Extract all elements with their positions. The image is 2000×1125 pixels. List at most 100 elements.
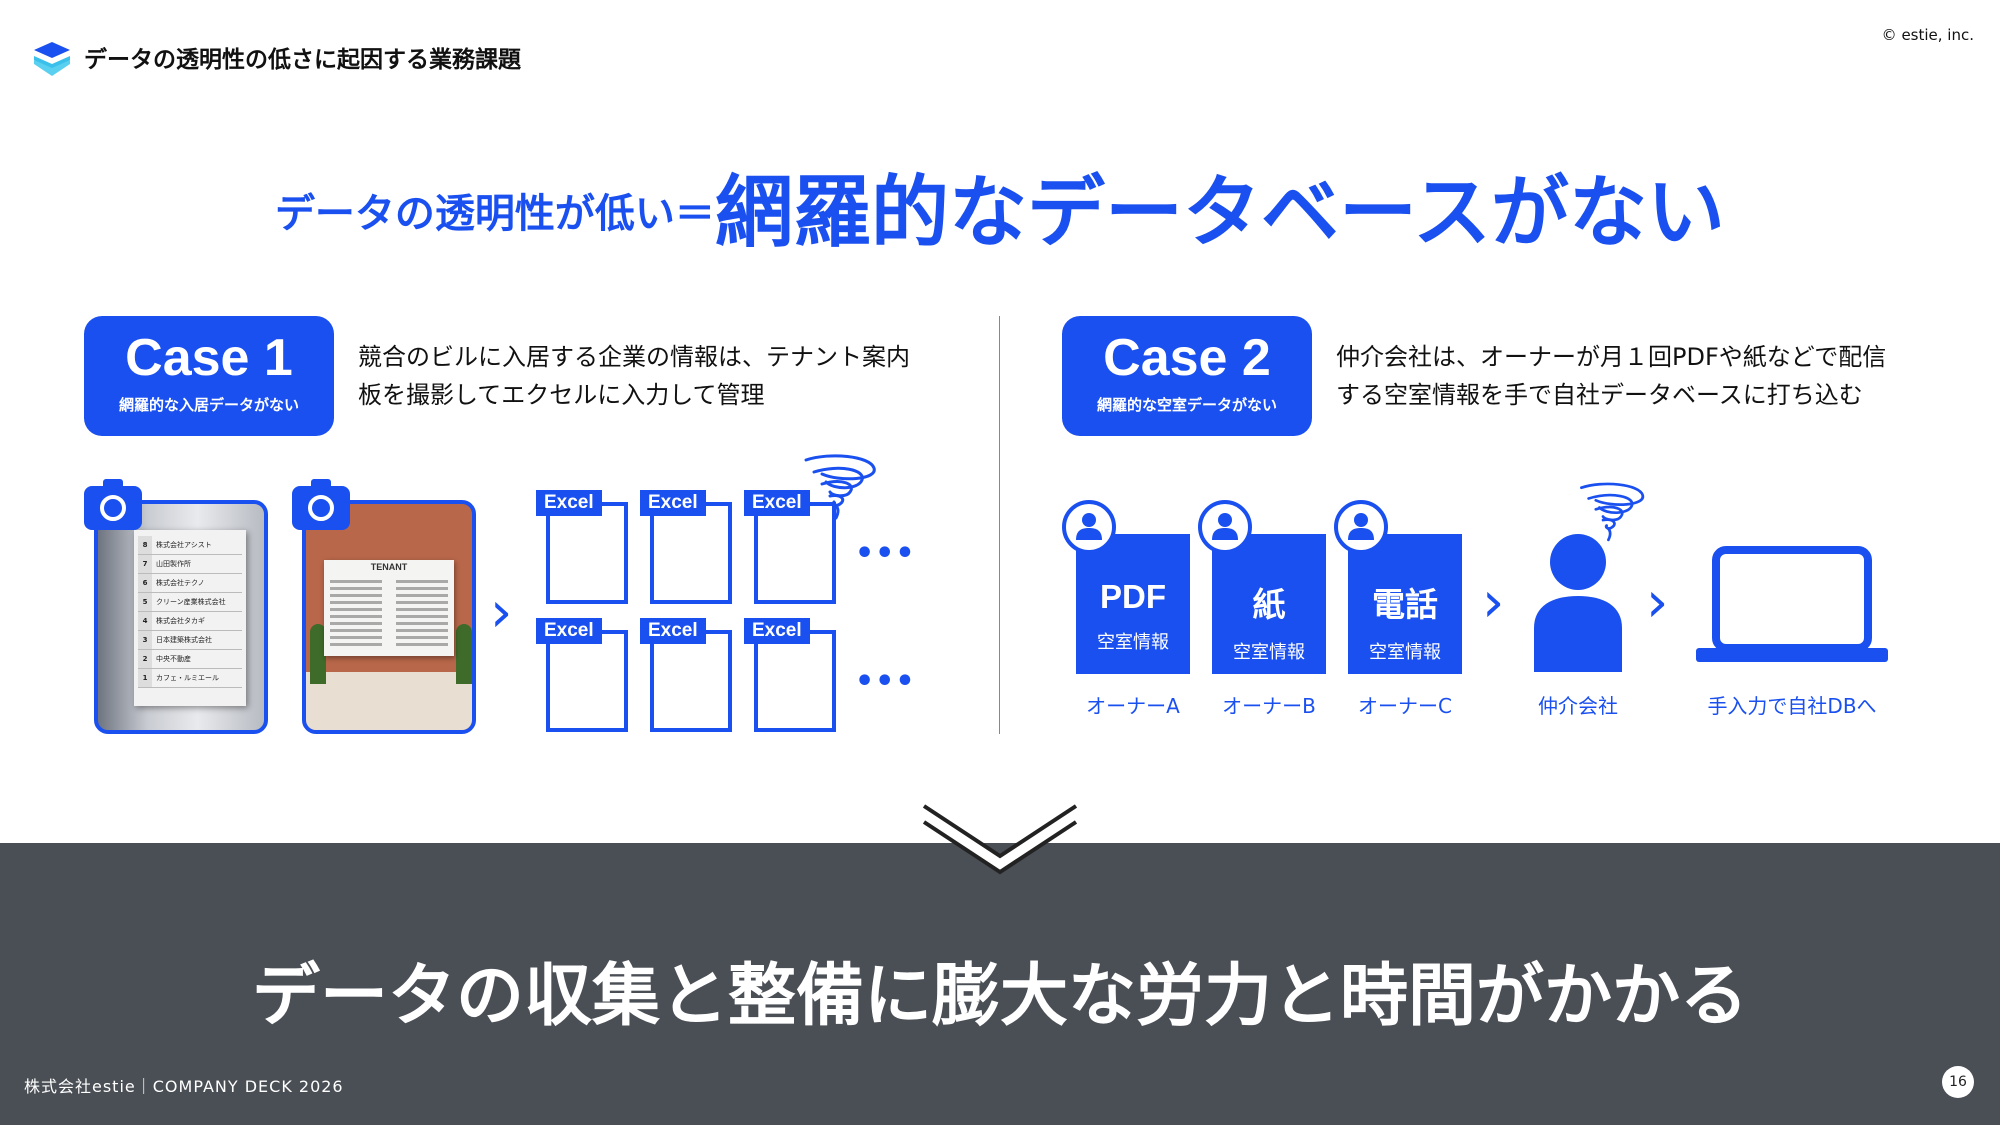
directory-row: 7 山田製作所 [138, 555, 242, 574]
owner-source-box: 電話空室情報 [1348, 534, 1462, 674]
case1-desc-line1: 競合のビルに入居する企業の情報は、テナント案内 [358, 343, 910, 371]
directory-row: 8 株式会社アシスト [138, 536, 242, 555]
directory-row: 6 株式会社テクノ [138, 574, 242, 593]
conclusion-band [0, 843, 2000, 1125]
directory-tenant: 日本建築株式会社 [156, 636, 212, 644]
tenant-line [330, 587, 448, 590]
case2-badge: Case 2 網羅的な空室データがない [1062, 316, 1312, 436]
excel-file-icon [650, 502, 732, 604]
page-number: 16 [1942, 1066, 1974, 1098]
camera-icon [292, 479, 350, 530]
tenant-line [330, 615, 448, 618]
directory-tenant: 山田製作所 [156, 560, 191, 568]
headline-sub: データの透明性が低い＝ [274, 191, 715, 237]
ellipsis-top: ••• [855, 536, 916, 571]
owner-avatar-icon [1334, 500, 1388, 554]
chevron-right-icon: › [1646, 570, 1669, 635]
broker-label: 仲介会社 [1538, 694, 1618, 718]
directory-floor: 3 [138, 631, 152, 649]
case2-description: 仲介会社は、オーナーが月１回PDFや紙などで配信 する空室情報を手で自社データベ… [1336, 338, 1886, 414]
excel-label: Excel [744, 490, 810, 516]
headline-main: 網羅的なデータベースがない [714, 168, 1726, 258]
owner-source-type: 紙 [1252, 586, 1286, 623]
excel-file-icon [754, 502, 836, 604]
directory-tenant: 株式会社タカギ [156, 617, 205, 625]
excel-label: Excel [640, 618, 706, 644]
directory-tenant: クリーン産業株式会社 [156, 598, 226, 606]
directory-floor: 1 [138, 669, 152, 687]
tenant-line [330, 629, 448, 632]
case2-desc-line2: する空室情報を手で自社データベースに打ち込む [1336, 381, 1863, 409]
stress-swirl-icon [1576, 480, 1648, 544]
page-header-title: データの透明性の低さに起因する業務課題 [84, 47, 521, 73]
owner-source-caption: 空室情報 [1233, 642, 1305, 663]
owner-source-caption: 空室情報 [1369, 642, 1441, 663]
tenant-line [330, 636, 448, 639]
tenant-line [330, 580, 448, 583]
case1-title: Case 1 [125, 329, 293, 387]
directory-floor: 6 [138, 574, 152, 592]
ellipsis-bottom: ••• [855, 664, 916, 699]
tenant-line [330, 608, 448, 611]
excel-label: Excel [744, 618, 810, 644]
directory-row: 3 日本建築株式会社 [138, 631, 242, 650]
tenant-board-header: TENANT [370, 562, 408, 572]
directory-tenant: カフェ・ルミエール [156, 674, 219, 682]
directory-tenant: 中央不動産 [156, 655, 191, 663]
excel-file-icon [754, 630, 836, 732]
laptop-label: 手入力で自社DBへ [1707, 694, 1877, 718]
excel-label: Excel [640, 490, 706, 516]
case2-title: Case 2 [1103, 329, 1271, 387]
owner-source-box: PDF 空室情報 [1076, 534, 1190, 674]
directory-floor: 2 [138, 650, 152, 668]
excel-file-icon [650, 630, 732, 732]
tenant-line [330, 622, 448, 625]
case-divider [999, 316, 1000, 734]
photo-directory-board: 8 株式会社アシスト 7 山田製作所 6 株式会社テクノ 5 クリーン産業株式会社 4 株式会社タ… [94, 500, 268, 734]
double-chevron-down-icon [918, 800, 1082, 880]
owner-avatar-icon [1198, 500, 1252, 554]
case1-badge: Case 1 網羅的な入居データがない [84, 316, 334, 436]
conclusion-text: データの収集と整備に膨大な労力と時間がかかる [251, 957, 1748, 1036]
owner-avatar-icon [1062, 500, 1116, 554]
copyright: © estie, inc. [1881, 26, 1974, 44]
chevron-right-icon: › [490, 580, 513, 645]
directory-floor: 8 [138, 536, 152, 554]
photo-tenant-board: TENANT [302, 500, 476, 734]
case1-description: 競合のビルに入居する企業の情報は、テナント案内 板を撮影してエクセルに入力して管… [358, 338, 910, 414]
stress-swirl-icon [800, 452, 880, 522]
excel-label: Excel [536, 618, 602, 644]
case1-desc-line2: 板を撮影してエクセルに入力して管理 [358, 381, 765, 409]
person-icon [1530, 532, 1626, 672]
directory-row: 1 カフェ・ルミエール [138, 669, 242, 688]
owner-label: オーナーB [1222, 694, 1316, 718]
case2-subtitle: 網羅的な空室データがない [1096, 396, 1277, 414]
case1-subtitle: 網羅的な入居データがない [118, 396, 299, 414]
layers-logo-icon [32, 42, 72, 76]
owner-source-type: 電話 [1372, 586, 1438, 623]
directory-row: 2 中央不動産 [138, 650, 242, 669]
excel-file-icon [546, 502, 628, 604]
owner-source-type: PDF [1100, 578, 1166, 615]
camera-icon [84, 479, 142, 530]
directory-tenant: 株式会社アシスト [156, 541, 212, 549]
excel-label: Excel [536, 490, 602, 516]
directory-row: 4 株式会社タカギ [138, 612, 242, 631]
chevron-right-icon: › [1482, 570, 1505, 635]
directory-floor: 4 [138, 612, 152, 630]
directory-floor: 7 [138, 555, 152, 573]
owner-source-box: 紙空室情報 [1212, 534, 1326, 674]
directory-row: 5 クリーン産業株式会社 [138, 593, 242, 612]
owner-source-caption: 空室情報 [1097, 632, 1169, 653]
case2-desc-line1: 仲介会社は、オーナーが月１回PDFや紙などで配信 [1336, 343, 1887, 371]
laptop-icon [1694, 546, 1890, 664]
footer-text: 株式会社estie｜COMPANY DECK 2026 [24, 1077, 344, 1096]
tenant-line [330, 643, 448, 646]
tenant-line [330, 601, 448, 604]
owner-label: オーナーC [1358, 694, 1452, 718]
owner-label: オーナーA [1086, 694, 1180, 718]
excel-file-icon [546, 630, 628, 732]
headline: データの透明性が低い＝網羅的なデータベースがない [0, 150, 2000, 262]
directory-floor: 5 [138, 593, 152, 611]
directory-tenant: 株式会社テクノ [156, 579, 205, 587]
